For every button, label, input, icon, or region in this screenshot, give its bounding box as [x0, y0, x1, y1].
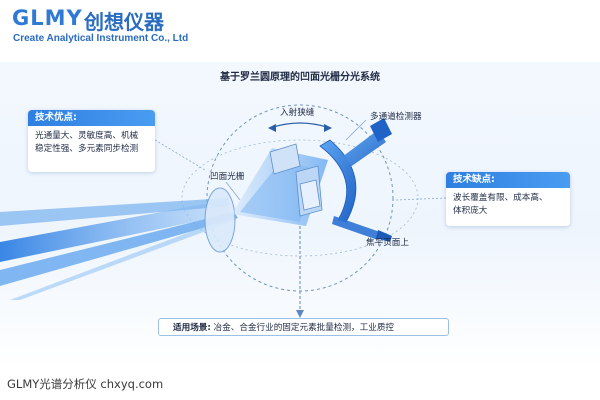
applications-box: 适用场景: 冶金、合金行业的固定元素批量检测，工业质控	[158, 318, 449, 336]
detector-leader	[345, 119, 367, 141]
entrance-slit-arrow	[269, 122, 331, 129]
brand-name-cn: 创想仪器	[84, 10, 164, 34]
cons-line: 波长覆盖有限、成本高、	[453, 193, 548, 203]
entrance-slit-label: 入射狭缝	[280, 108, 315, 118]
detector-arm-tip	[370, 118, 392, 142]
grating-label: 凹面光栅	[210, 172, 245, 182]
slit-block-front	[299, 179, 321, 211]
incident-beam	[0, 200, 232, 262]
pros-title: 技术优点:	[28, 110, 155, 126]
focal-plane-label: 焦平页面上	[366, 238, 409, 248]
diagram-title: 基于罗兰圆原理的凹面光栅分光系统	[220, 72, 380, 83]
pros-line: 光通量大、灵敏度高、机械	[35, 131, 139, 141]
cons-card: 技术缺点: 波长覆盖有限、成本高、 体积庞大	[446, 172, 570, 226]
focal-plane-bar	[332, 216, 380, 240]
incident-beam-upper	[0, 198, 230, 226]
footer-caption: GLMY光谱分析仪 chxyq.com	[7, 377, 164, 391]
arrow-head-right	[324, 124, 332, 132]
applications-label: 适用场景:	[173, 323, 211, 333]
pros-card: 技术优点: 光通量大、灵敏度高、机械 稳定性强、多元素同步检测	[28, 110, 155, 172]
cons-line: 体积庞大	[453, 206, 488, 216]
applications-text: 冶金、合金行业的固定元素批量检测，工业质控	[213, 323, 395, 333]
rowland-ellipse	[181, 139, 419, 257]
grating-leader	[225, 181, 241, 201]
pros-leader	[154, 139, 206, 171]
incident-beam-low	[10, 216, 236, 300]
cons-leader	[395, 197, 447, 201]
brand-name-en: Create Analytical Instrument Co., Ltd	[13, 33, 189, 44]
grating-disc	[204, 187, 236, 253]
brand-logo: GLMY	[12, 6, 83, 30]
pros-line: 稳定性强、多元素同步检测	[35, 144, 139, 154]
focal-plane-tip	[376, 230, 392, 242]
cons-title: 技术缺点:	[446, 172, 570, 188]
incident-beam-lower	[0, 212, 238, 286]
apps-connector-head	[296, 310, 304, 318]
arrow-head-left	[268, 124, 276, 132]
detector-label: 多通道检测器	[370, 112, 422, 122]
detector-arm	[338, 130, 386, 170]
slit-block-top	[269, 143, 301, 175]
brand-header: GLMY 创想仪器 Create Analytical Instrument C…	[0, 0, 600, 62]
